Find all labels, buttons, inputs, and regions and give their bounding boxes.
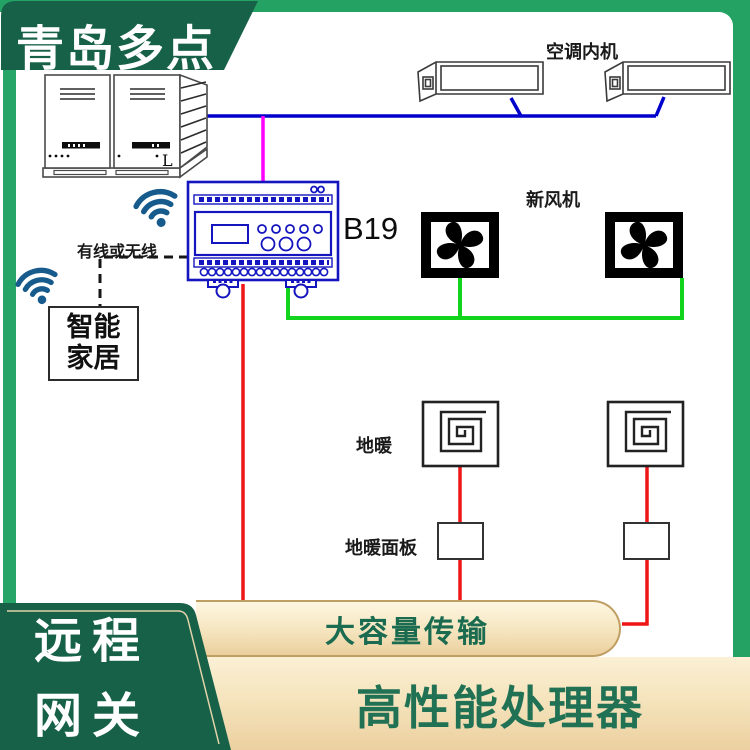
feature-pill-text: 大容量传输	[325, 615, 490, 649]
indoor-unit-label: 空调内机	[546, 42, 618, 62]
indoor-unit-icon	[604, 61, 731, 103]
floor-panel-label: 地暖面板	[345, 538, 417, 558]
feature-pill: 大容量传输	[196, 600, 621, 657]
feature-band-text: 高性能处理器	[356, 682, 644, 734]
fan-icon	[421, 212, 499, 278]
blue-bus-wire	[205, 96, 666, 118]
floor-heating-coil-icon	[421, 400, 500, 468]
smart-home-label-line2: 家居	[66, 343, 121, 373]
green-wires	[286, 278, 684, 320]
link-type-label: 有线或无线	[77, 244, 158, 261]
outdoor-unit-icon: L	[42, 73, 208, 179]
bottom-banner-text: 远程 网关	[34, 604, 150, 750]
dashed-link-wire	[98, 255, 188, 307]
bottom-banner	[0, 603, 231, 750]
controller-model-label: B19	[343, 211, 399, 246]
floor-panel-box	[623, 522, 670, 560]
top-banner	[1, 1, 258, 70]
smart-home-label-line1: 智能	[66, 312, 121, 342]
fresh-air-label: 新风机	[526, 190, 580, 210]
red-wires	[241, 284, 649, 626]
fan-icon	[605, 212, 683, 278]
floor-heating-coil-icon	[606, 400, 685, 468]
bottom-banner-line1: 远程	[34, 615, 151, 668]
bottom-banner-line2: 网关	[34, 690, 151, 743]
indoor-unit-icon	[417, 61, 544, 103]
controller-device	[186, 180, 340, 299]
wifi-icon	[133, 188, 178, 227]
floor-heating-label: 地暖	[356, 436, 392, 456]
floor-panel-box	[437, 522, 484, 560]
outdoor-unit-mark: L	[162, 151, 173, 170]
smart-home-box: 智能 家居	[48, 306, 139, 381]
wifi-icon	[15, 267, 58, 305]
top-banner-text: 青岛多点	[16, 23, 217, 76]
left-green-strip	[3, 66, 16, 603]
